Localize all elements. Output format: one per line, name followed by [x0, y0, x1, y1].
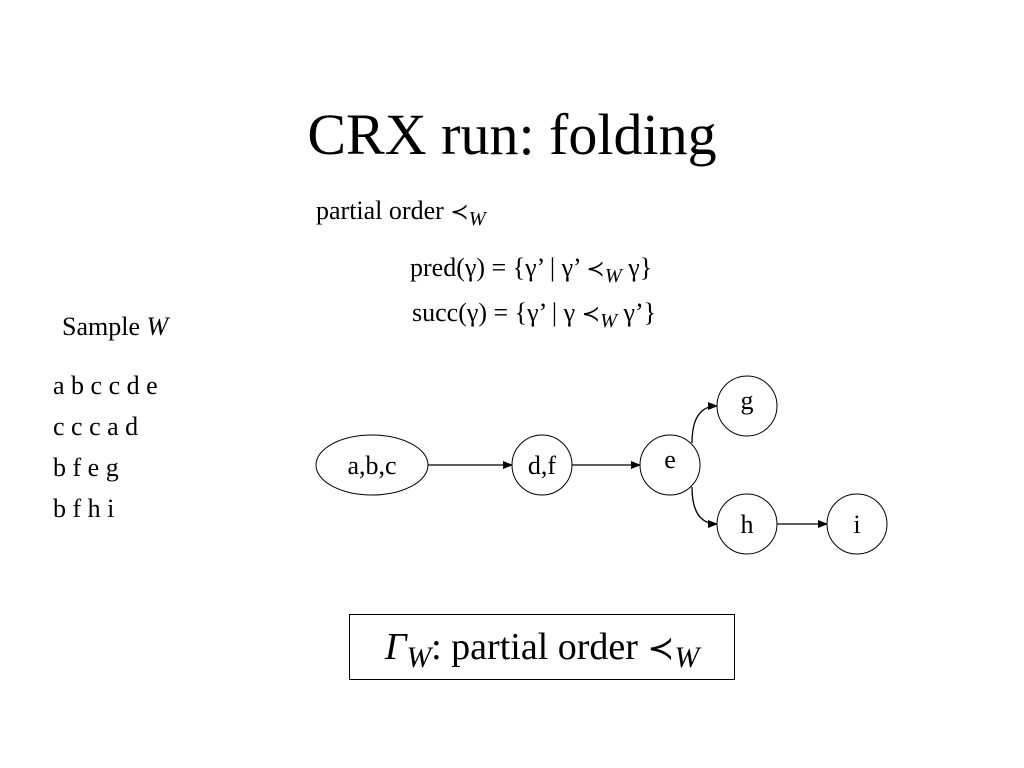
node-label: d,f — [528, 451, 557, 480]
pred-precedes-symbol: ≺ — [586, 256, 605, 282]
node-shape — [315, 434, 429, 496]
node-h: h — [716, 493, 778, 555]
edge-e-g — [691, 402, 718, 444]
node-i: i — [826, 493, 888, 555]
node-shape — [716, 375, 778, 437]
succ-subscript: W — [600, 309, 617, 332]
sample-line: a b c c d e — [53, 371, 158, 400]
gamma-symbol: Γ — [384, 626, 407, 668]
caption-subscript: W — [674, 642, 700, 675]
sample-line: b f h i — [53, 494, 115, 523]
precedes-subscript: W — [468, 207, 486, 230]
graph-edges — [428, 402, 828, 528]
sample-line: c c c a d — [53, 412, 139, 441]
node-df: d,f — [511, 434, 573, 496]
sample-line: b f e g — [53, 453, 119, 482]
pred-subscript: W — [604, 264, 622, 287]
partial-order-text: partial order — [316, 196, 451, 225]
node-shape — [826, 493, 888, 555]
partial-order-heading: partial order ≺W — [316, 195, 486, 230]
node-g: g — [716, 375, 778, 437]
succ-precedes-symbol: ≺ — [581, 301, 601, 327]
gamma-caption-text: : partial order — [431, 626, 648, 668]
node-e: e — [639, 434, 701, 496]
caption-precedes-symbol: ≺ — [647, 629, 675, 667]
node-label: h — [741, 510, 754, 539]
pred-definition: pred(γ) = {γ’ | γ’ ≺W γ} — [410, 252, 653, 287]
node-abc: a,b,c — [315, 434, 429, 496]
node-shape — [639, 434, 701, 496]
graph-nodes: a,b,c d,f e g h i — [315, 375, 888, 555]
node-label: a,b,c — [347, 451, 396, 480]
pred-prefix: pred(γ) = {γ’ | γ’ — [410, 253, 587, 282]
gamma-caption-box: ΓW: partial order ≺W — [349, 614, 735, 680]
node-shape — [511, 434, 573, 496]
node-label: e — [664, 445, 676, 474]
node-label: g — [741, 386, 754, 415]
succ-suffix: γ’} — [616, 298, 657, 327]
node-label: i — [853, 510, 860, 539]
sample-label-var: W — [146, 312, 169, 341]
precedes-symbol: ≺ — [450, 199, 469, 225]
succ-prefix: succ(γ) = {γ’ | γ — [412, 298, 582, 327]
succ-definition: succ(γ) = {γ’ | γ ≺W γ’} — [412, 297, 657, 332]
gamma-subscript: W — [406, 642, 432, 675]
sample-label-text: Sample — [62, 312, 147, 341]
node-shape — [716, 493, 778, 555]
edge-e-h — [691, 486, 718, 528]
sample-label: Sample W — [62, 311, 168, 343]
slide-title: CRX run: folding — [307, 102, 717, 167]
pred-suffix: γ} — [621, 253, 653, 282]
